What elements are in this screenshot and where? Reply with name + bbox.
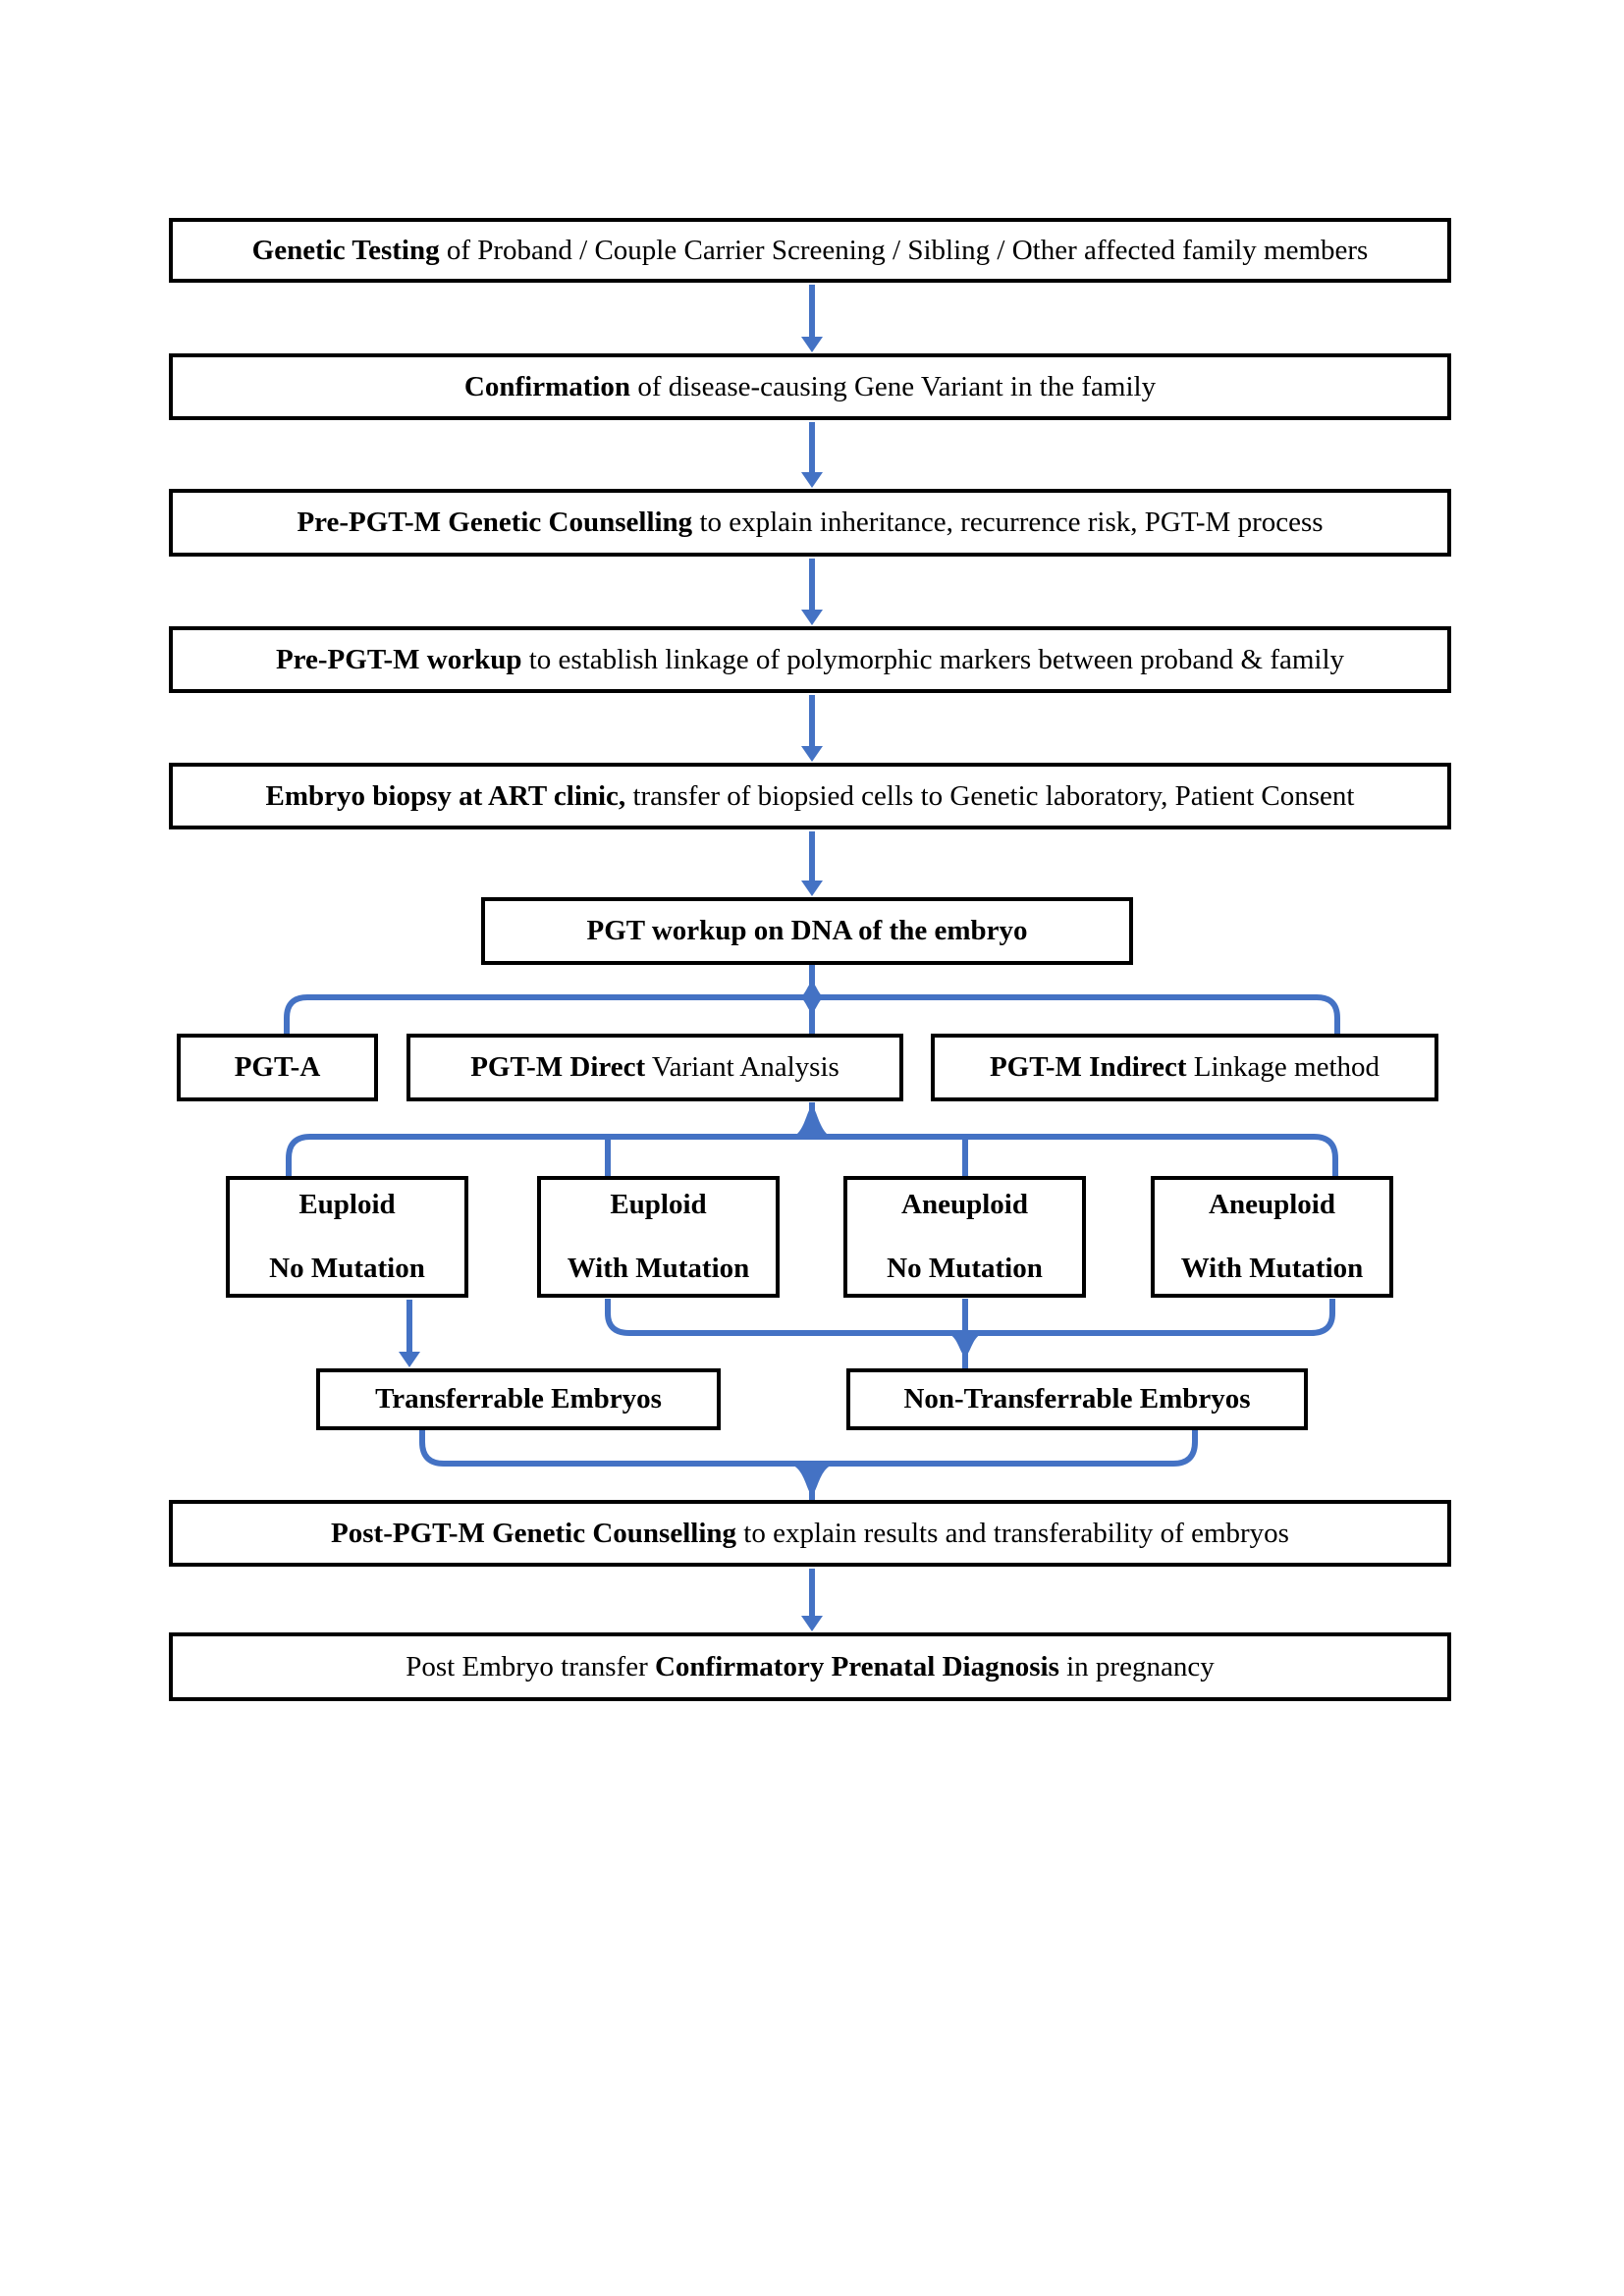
node-label-bold: PGT-A xyxy=(234,1051,321,1084)
node-confirmatory-prenatal-diagnosis: Post Embryo transfer Confirmatory Prenat… xyxy=(169,1632,1451,1701)
node-label: Embryo biopsy at ART clinic, transfer of… xyxy=(266,779,1355,814)
node-label-rest: Variant Analysis xyxy=(645,1051,839,1084)
node-label-rest: to explain inheritance, recurrence risk,… xyxy=(692,507,1324,539)
bracket-flare xyxy=(948,1334,982,1356)
node-label-rest: of Proband / Couple Carrier Screening / … xyxy=(439,234,1369,266)
arrow-head xyxy=(801,610,823,625)
node-label-bold: PGT-M Direct xyxy=(470,1051,646,1084)
node-label-bold: Non-Transferrable Embryos xyxy=(903,1383,1251,1415)
node-label-bold: Embryo biopsy at ART clinic, xyxy=(265,779,626,812)
node-label-bold: Pre-PGT-M workup xyxy=(275,643,522,675)
node-label-rest: Linkage method xyxy=(1186,1051,1380,1084)
node-label: Pre-PGT-M Genetic Counselling to explain… xyxy=(297,506,1323,540)
node-label-rest: of disease-causing Gene Variant in the f… xyxy=(630,370,1157,402)
node-aneuploid-with-mutation: Aneuploid With Mutation xyxy=(1151,1176,1393,1298)
split-bracket-results xyxy=(286,1102,1338,1178)
node-label-rest: in pregnancy xyxy=(1058,1650,1215,1682)
node-label: Transferrable Embryos xyxy=(375,1382,662,1416)
node-label-rest: to explain results and transferability o… xyxy=(736,1517,1289,1549)
bracket-flare xyxy=(791,1107,833,1138)
node-label-bold: Transferrable Embryos xyxy=(375,1383,662,1415)
node-label-bold: Pre-PGT-M Genetic Counselling xyxy=(297,507,693,539)
node-pgtm-indirect: PGT-M Indirect Linkage method xyxy=(931,1034,1438,1101)
node-pgt-workup-embryo: PGT workup on DNA of the embryo xyxy=(481,897,1133,965)
arrow-head xyxy=(801,1616,823,1631)
arrow-head xyxy=(801,337,823,352)
node-label-bold: Genetic Testing xyxy=(251,234,440,266)
node-label-rest: to establish linkage of polymorphic mark… xyxy=(521,643,1345,675)
node-label-line1: Euploid xyxy=(298,1189,396,1221)
node-pgtm-direct: PGT-M Direct Variant Analysis xyxy=(406,1034,903,1101)
bracket-rail xyxy=(419,1430,1198,1467)
node-pgt-a: PGT-A xyxy=(177,1034,378,1101)
node-label: PGT workup on DNA of the embryo xyxy=(587,914,1028,948)
node-post-pgtm-counselling: Post-PGT-M Genetic Counselling to explai… xyxy=(169,1500,1451,1567)
node-genetic-testing: Genetic Testing of Proband / Couple Carr… xyxy=(169,218,1451,283)
merge-bracket-non-transferrable xyxy=(605,1299,1335,1369)
split-bracket-pgt-methods xyxy=(284,964,1340,1037)
node-label-rest: transfer of biopsied cells to Genetic la… xyxy=(625,779,1355,812)
node-euploid-no-mutation: Euploid No Mutation xyxy=(226,1176,468,1298)
node-label-bold: Post-PGT-M Genetic Counselling xyxy=(331,1517,737,1549)
node-label-prefix: Post Embryo transfer xyxy=(406,1650,655,1682)
node-label-line1: Aneuploid xyxy=(1209,1189,1335,1221)
node-label-line2: No Mutation xyxy=(887,1253,1043,1284)
node-label-bold: Confirmatory Prenatal Diagnosis xyxy=(654,1650,1059,1682)
bracket-rail xyxy=(605,1299,1335,1336)
node-label-bold: PGT-M Indirect xyxy=(989,1051,1187,1084)
node-pre-pgtm-workup: Pre-PGT-M workup to establish linkage of… xyxy=(169,626,1451,693)
node-label-line1: Aneuploid xyxy=(901,1189,1028,1221)
node-label: Confirmation of disease-causing Gene Var… xyxy=(464,370,1156,404)
node-label: Post-PGT-M Genetic Counselling to explai… xyxy=(331,1517,1289,1551)
bracket-flare xyxy=(798,983,826,998)
merge-bracket-post-counselling xyxy=(419,1430,1198,1502)
node-label-bold: Confirmation xyxy=(463,370,631,402)
arrow-head xyxy=(801,472,823,488)
node-aneuploid-no-mutation: Aneuploid No Mutation xyxy=(843,1176,1086,1298)
node-label-line2: No Mutation xyxy=(269,1253,425,1284)
arrow-head xyxy=(801,746,823,762)
node-label: PGT-M Indirect Linkage method xyxy=(990,1050,1380,1085)
node-label: Non-Transferrable Embryos xyxy=(903,1382,1250,1416)
node-pre-pgtm-counselling: Pre-PGT-M Genetic Counselling to explain… xyxy=(169,489,1451,557)
node-embryo-biopsy: Embryo biopsy at ART clinic, transfer of… xyxy=(169,763,1451,829)
node-label: PGT-A xyxy=(235,1050,321,1085)
node-label-line2: With Mutation xyxy=(1180,1253,1364,1284)
bracket-flare xyxy=(798,996,826,1012)
bracket-rail xyxy=(286,1134,1338,1178)
node-confirmation: Confirmation of disease-causing Gene Var… xyxy=(169,353,1451,420)
node-label: Genetic Testing of Proband / Couple Carr… xyxy=(252,234,1369,268)
node-label-bold: PGT workup on DNA of the embryo xyxy=(586,915,1028,947)
bracket-flare xyxy=(791,1465,833,1494)
flow-arrows xyxy=(399,285,823,1631)
node-label: Pre-PGT-M workup to establish linkage of… xyxy=(276,643,1344,677)
node-label: Post Embryo transfer Confirmatory Prenat… xyxy=(406,1650,1214,1684)
arrow-head xyxy=(801,881,823,896)
node-label-line2: With Mutation xyxy=(567,1253,750,1284)
node-transferrable-embryos: Transferrable Embryos xyxy=(316,1368,721,1430)
node-label-line1: Euploid xyxy=(610,1189,707,1221)
node-label: PGT-M Direct Variant Analysis xyxy=(470,1050,839,1085)
arrow-head xyxy=(399,1352,420,1367)
node-non-transferrable-embryos: Non-Transferrable Embryos xyxy=(846,1368,1308,1430)
node-euploid-with-mutation: Euploid With Mutation xyxy=(537,1176,780,1298)
